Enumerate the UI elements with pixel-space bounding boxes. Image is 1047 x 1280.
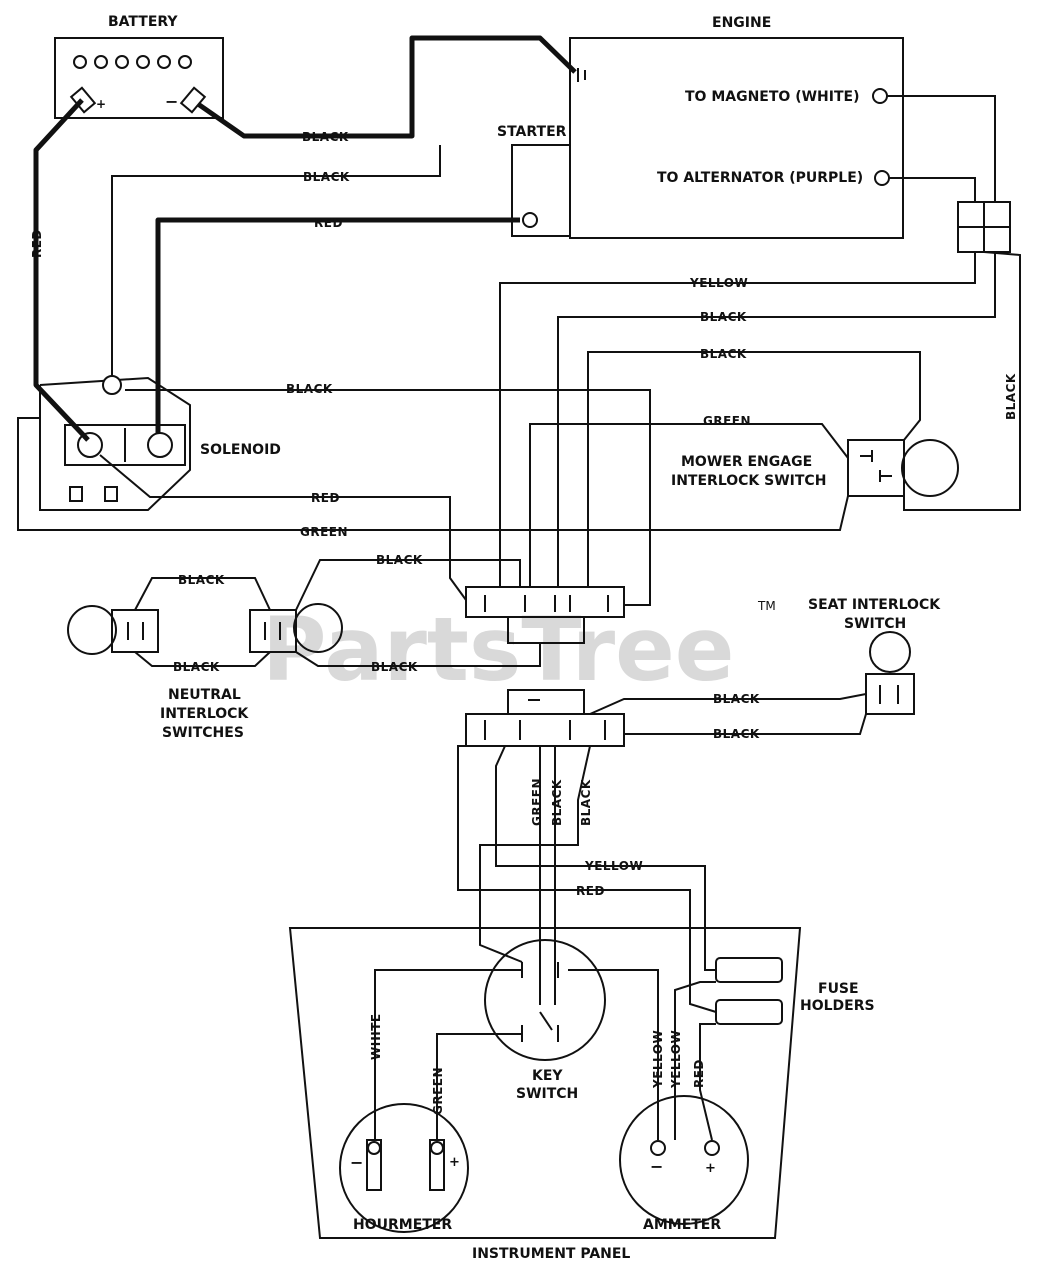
wire-label-black-vertical-1: BLACK bbox=[1004, 373, 1018, 420]
neutral-label-1: NEUTRAL bbox=[168, 687, 241, 703]
upper-switch-connector bbox=[465, 586, 625, 644]
svg-text:+: + bbox=[705, 1161, 716, 1176]
wire-label-red-vertical-1: RED bbox=[30, 229, 44, 258]
solenoid-label: SOLENOID bbox=[200, 442, 281, 458]
wires bbox=[18, 35, 1021, 1141]
svg-text:−: − bbox=[650, 1157, 663, 1176]
vertical-wire-labels: RED BLACK GREEN BLACK BLACK WHITE GREEN … bbox=[30, 229, 1018, 1115]
wire-label-yellow-1: YELLOW bbox=[689, 276, 748, 290]
to-magneto-label: TO MAGNETO (WHITE) bbox=[685, 89, 859, 105]
key-switch bbox=[484, 939, 606, 1061]
wire-label-black-3: BLACK bbox=[700, 310, 747, 324]
starter-label: STARTER bbox=[497, 124, 567, 140]
wire-label-black-2: BLACK bbox=[303, 170, 350, 184]
neutral-label-3: SWITCHES bbox=[162, 725, 244, 741]
svg-text:−: − bbox=[165, 92, 178, 111]
connector-block bbox=[957, 201, 1011, 253]
wire-label-black-11: BLACK bbox=[713, 727, 760, 741]
to-alternator-label: TO ALTERNATOR (PURPLE) bbox=[657, 170, 863, 186]
wire-label-red-2: RED bbox=[311, 491, 340, 505]
wire-label-black-8: BLACK bbox=[173, 660, 220, 674]
wire-label-yellow-vertical-2: YELLOW bbox=[669, 1030, 683, 1089]
wire-label-green-vertical-1: GREEN bbox=[530, 778, 544, 826]
wire-label-black-vertical-3: BLACK bbox=[579, 779, 593, 826]
mower-engage-label-2: INTERLOCK SWITCH bbox=[671, 473, 826, 489]
mower-engage-label-1: MOWER ENGAGE bbox=[681, 454, 812, 470]
engine bbox=[569, 37, 904, 239]
wire-label-red-1: RED bbox=[314, 216, 343, 230]
instrument-panel bbox=[288, 927, 802, 1239]
ammeter: − + bbox=[619, 1095, 749, 1225]
key-switch-label-1: KEY bbox=[532, 1068, 563, 1084]
wire-label-black-7: BLACK bbox=[178, 573, 225, 587]
hourmeter-label: HOURMETER bbox=[353, 1217, 452, 1233]
fuse-label-2: HOLDERS bbox=[800, 998, 875, 1014]
neutral-label-2: INTERLOCK bbox=[160, 706, 249, 722]
svg-text:+: + bbox=[449, 1155, 460, 1170]
wire-label-red-3: RED bbox=[576, 884, 605, 898]
wire-labels: BLACK BLACK RED YELLOW BLACK BLACK BLACK… bbox=[173, 130, 760, 898]
fuse-holders bbox=[715, 957, 783, 1025]
wire-label-green-1: GREEN bbox=[703, 414, 751, 428]
wire-label-black-9: BLACK bbox=[371, 660, 418, 674]
svg-text:+: + bbox=[96, 97, 106, 111]
ammeter-label: AMMETER bbox=[643, 1217, 721, 1233]
starter bbox=[511, 144, 570, 237]
hourmeter: − + bbox=[339, 1103, 469, 1233]
wire-label-black-1: BLACK bbox=[302, 130, 349, 144]
instrument-panel-label: INSTRUMENT PANEL bbox=[472, 1246, 630, 1262]
seat-interlock-switch bbox=[865, 631, 915, 715]
lower-switch-connector bbox=[465, 689, 625, 747]
key-switch-label-2: SWITCH bbox=[516, 1086, 578, 1102]
fuse-label-1: FUSE bbox=[818, 981, 859, 997]
watermark-tm: TM bbox=[757, 599, 776, 613]
wire-label-green-vertical-2: GREEN bbox=[431, 1067, 445, 1115]
seat-label-2: SWITCH bbox=[844, 616, 906, 632]
wire-label-black-4: BLACK bbox=[700, 347, 747, 361]
svg-text:−: − bbox=[350, 1153, 363, 1172]
wire-label-black-10: BLACK bbox=[713, 692, 760, 706]
seat-label-1: SEAT INTERLOCK bbox=[808, 597, 941, 613]
wire-label-yellow-2: YELLOW bbox=[584, 859, 643, 873]
watermark: PartsTree bbox=[262, 598, 734, 701]
wire-label-white-vertical: WHITE bbox=[369, 1013, 383, 1060]
wire-label-green-2: GREEN bbox=[300, 525, 348, 539]
solenoid bbox=[17, 375, 191, 531]
wire-label-black-6: BLACK bbox=[376, 553, 423, 567]
wire-label-black-vertical-2: BLACK bbox=[550, 779, 564, 826]
engine-label: ENGINE bbox=[712, 15, 771, 31]
wire-label-red-vertical-2: RED bbox=[692, 1059, 706, 1088]
wire-label-yellow-vertical-1: YELLOW bbox=[651, 1030, 665, 1089]
wire-label-black-5: BLACK bbox=[286, 382, 333, 396]
mower-engage-switch bbox=[847, 439, 959, 497]
battery-label: BATTERY bbox=[108, 14, 178, 30]
battery: + − bbox=[54, 37, 224, 119]
